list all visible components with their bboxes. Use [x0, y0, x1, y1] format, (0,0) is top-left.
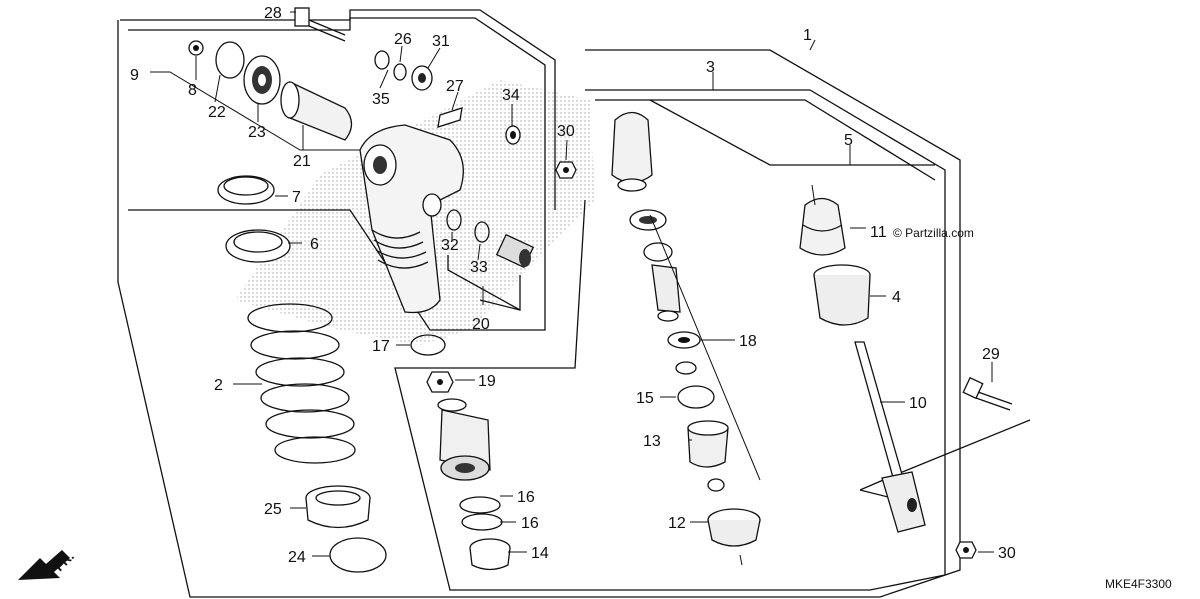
callout-22: 22	[208, 104, 226, 121]
callout-26: 26	[394, 31, 412, 48]
washer-small	[675, 361, 697, 375]
o-ring-32	[446, 209, 462, 231]
callout-16a: 16	[517, 489, 535, 506]
o-ring-26	[393, 63, 407, 81]
nut-30-lower	[955, 541, 977, 559]
bolt-29	[962, 376, 1013, 411]
callout-4: 4	[892, 289, 901, 306]
callout-11: 11	[870, 224, 887, 241]
callout-34: 34	[502, 87, 520, 104]
ring-16-lower	[461, 513, 503, 531]
callout-14: 14	[531, 545, 549, 562]
watermark: © Partzilla.com	[893, 226, 974, 240]
callout-25: 25	[264, 501, 282, 518]
group-outline-5	[649, 99, 935, 166]
reservoir-cap-23	[243, 55, 281, 105]
callout-12: 12	[668, 515, 686, 532]
callout-1: 1	[803, 27, 812, 44]
callout-24: 24	[288, 549, 306, 566]
callout-19: 19	[478, 373, 496, 390]
callout-30a: 30	[557, 123, 575, 140]
callout-3: 3	[706, 59, 715, 76]
cap-small	[707, 478, 725, 492]
bushing-14	[469, 538, 511, 571]
callout-28: 28	[264, 5, 282, 22]
stopper-12	[707, 508, 761, 547]
leader-lines	[150, 11, 994, 566]
bumper-stack	[611, 111, 681, 322]
spring-2	[247, 303, 356, 464]
callout-35: 35	[372, 91, 390, 108]
o-ring-35	[374, 50, 390, 70]
callout-18: 18	[739, 333, 757, 350]
callout-20: 20	[472, 316, 490, 333]
callout-6: 6	[310, 236, 319, 253]
adjuster-20	[495, 233, 535, 269]
bushing-31	[411, 65, 433, 91]
group-outline-3	[394, 89, 946, 591]
o-ring-22	[215, 41, 245, 79]
callout-9: 9	[130, 67, 139, 84]
callout-10: 10	[909, 395, 927, 412]
group-outline-20	[447, 255, 521, 311]
callout-29: 29	[982, 346, 1000, 363]
callout-5: 5	[844, 132, 853, 149]
callout-23: 23	[248, 124, 266, 141]
callout-32: 32	[441, 237, 459, 254]
callout-15: 15	[636, 390, 654, 407]
callout-2: 2	[214, 377, 223, 394]
callout-17: 17	[372, 338, 390, 355]
cover-4	[813, 264, 871, 326]
callout-8: 8	[188, 82, 197, 99]
rubber-bumper-11	[799, 197, 846, 256]
nut-30-upper	[555, 161, 577, 179]
damper-body	[359, 124, 464, 314]
callout-33: 33	[470, 259, 488, 276]
bolt-28	[294, 7, 346, 42]
front-direction-arrow-icon	[18, 550, 70, 580]
nut-8	[188, 40, 204, 56]
lock-nut-7	[217, 175, 275, 205]
callout-13: 13	[643, 433, 661, 450]
circlip-24	[329, 537, 387, 573]
callout-7: 7	[292, 189, 301, 206]
boot-13	[687, 420, 729, 468]
callout-16b: 16	[521, 515, 539, 532]
o-ring-33	[474, 221, 490, 243]
circlip-17	[410, 334, 446, 356]
piston-valve-stack	[437, 398, 491, 481]
damper-rod-10	[854, 341, 926, 533]
adjust-nut-6	[225, 229, 291, 263]
callout-27: 27	[446, 78, 464, 95]
spring-seat-25	[305, 485, 371, 529]
bladder-21	[280, 80, 353, 141]
washer-18	[667, 331, 701, 349]
label-plate-27	[437, 107, 463, 128]
o-ring-15	[677, 385, 715, 409]
diagram-code: MKE4F3300	[1105, 577, 1172, 591]
ring-16-upper	[459, 496, 501, 514]
callout-30b: 30	[998, 545, 1016, 562]
callout-21: 21	[293, 153, 311, 170]
callout-31: 31	[432, 33, 450, 50]
nut-19	[426, 371, 454, 393]
washer-34	[505, 125, 521, 145]
